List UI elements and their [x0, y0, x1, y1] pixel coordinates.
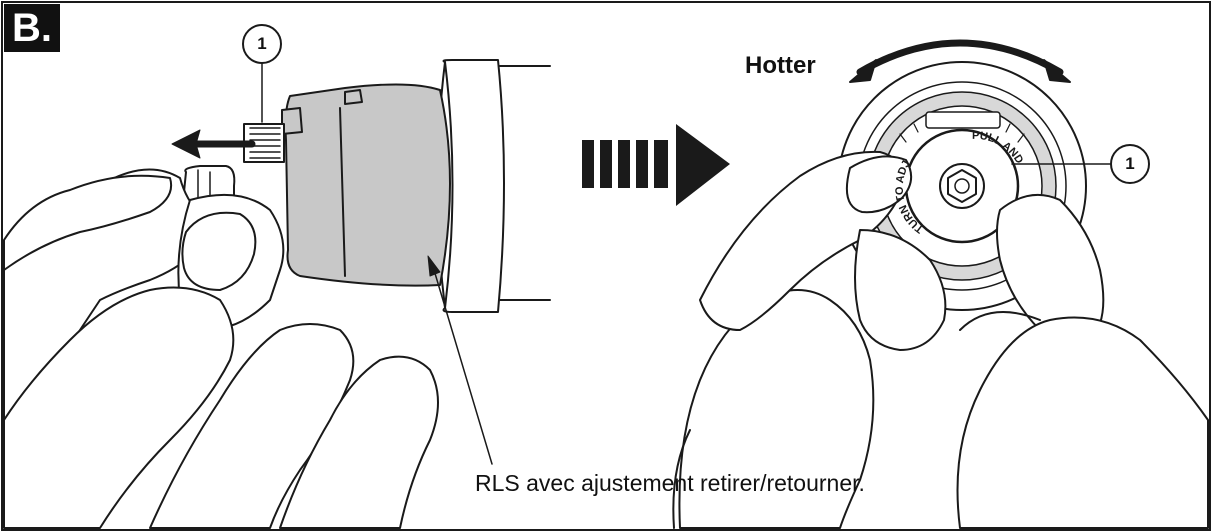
right-hand-right-palm: [956, 316, 1209, 529]
left-scene: [3, 24, 551, 529]
rotation-arrowhead-left: [849, 59, 877, 83]
transition-arrow: [582, 124, 730, 206]
right-hand-sleeve: [672, 429, 691, 529]
valve-ring-inner: [444, 61, 454, 309]
cartridge-cap: [284, 83, 451, 287]
callout-number-left: 1: [257, 34, 267, 53]
right-hand-fingertip: [846, 155, 913, 214]
left-hand-middle: [3, 286, 235, 529]
right-hand-left-palm: [678, 289, 875, 529]
left-hand-thumbnail: [181, 211, 257, 291]
cartridge-cap-seam: [339, 107, 346, 277]
stem-splines: [249, 127, 281, 159]
figure-caption: RLS avec ajustement retirer/retourner.: [475, 470, 865, 496]
right-hand-wrist-line: [959, 311, 1041, 331]
callout-number-right: 1: [1125, 154, 1135, 173]
left-hand-index: [3, 174, 172, 271]
left-hand-ring: [149, 323, 355, 529]
limit-stop-label-plate: [925, 111, 1001, 129]
knob-screw: [954, 178, 970, 194]
panel-label: B.: [4, 4, 60, 52]
hotter-label: Hotter: [745, 52, 816, 79]
right-hand-thumb-base: [854, 229, 947, 351]
cartridge-cap-step: [344, 89, 363, 105]
right-scene: [672, 39, 1209, 529]
pull-arrow-head: [171, 129, 201, 159]
caption-leader-line: [433, 269, 493, 465]
rotation-arrowhead-right: [1043, 59, 1071, 83]
rotation-arc: [856, 39, 1064, 76]
left-hand-pinky: [279, 355, 439, 529]
caption-leader-arrowhead: [427, 255, 441, 277]
